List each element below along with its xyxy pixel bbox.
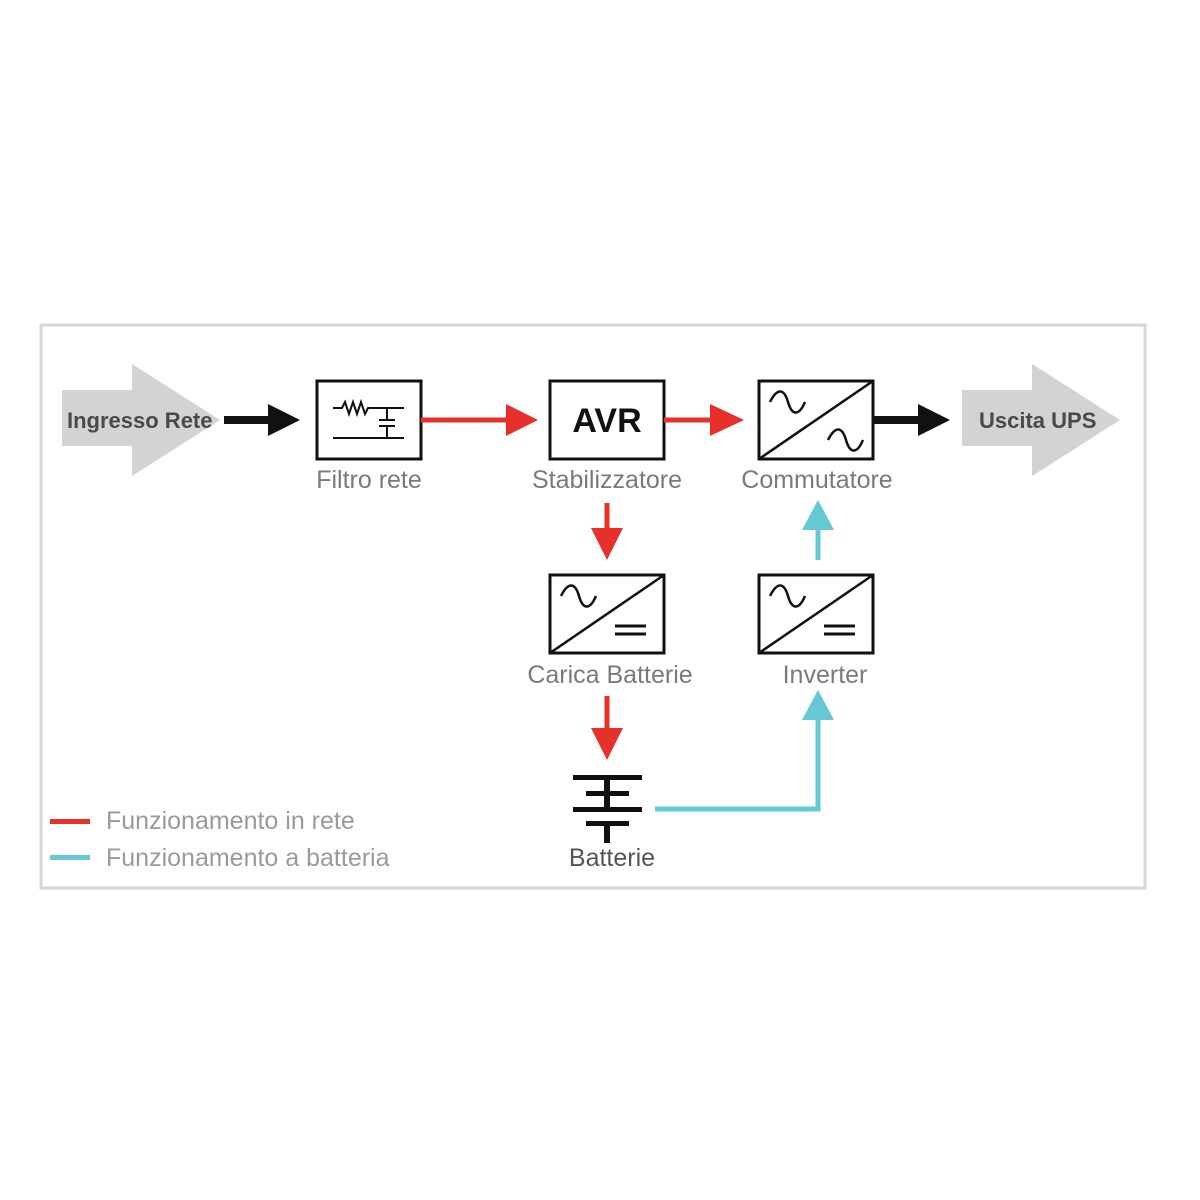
arrow-filter-to-avr [421,404,538,436]
avr-label: Stabilizzatore [532,466,682,494]
ac-ac-converter-icon [758,379,874,461]
input-arrow-shape [62,364,220,476]
arrow-avr-to-switch [664,404,744,436]
output-label: Uscita UPS [979,408,1096,433]
legend-swatch-mains [50,819,90,824]
battery-block: Batterie [569,775,655,872]
arrow-input-to-filter [224,404,300,436]
ac-dc-converter-icon [549,573,665,655]
avr-block: AVR Stabilizzatore [532,379,682,494]
input-label: Ingresso Rete [67,408,213,433]
legend-label-battery: Funzionamento a batteria [106,844,390,872]
avr-box [548,379,666,461]
filter-box [315,379,423,461]
legend-swatch-battery [50,855,90,860]
dc-ac-converter-icon [758,573,874,655]
legend-item-mains: Funzionamento in rete [50,807,355,835]
output-arrow-shape [962,364,1120,476]
arrow-battery-to-inverter [655,690,834,812]
arrow-switch-to-output [873,404,950,436]
switch-label: Commutatore [741,466,892,494]
inverter-label: Inverter [783,661,868,689]
output-arrow: Uscita UPS [962,364,1120,476]
arrow-avr-to-charger [591,503,623,560]
filter-block: Filtro rete [315,379,423,494]
switch-block: Commutatore [741,379,893,494]
legend: Funzionamento in rete Funzionamento a ba… [50,807,390,872]
battery-icon [573,775,642,843]
charger-block: Carica Batterie [527,573,693,689]
arrow-charger-to-battery [591,696,623,760]
filter-label: Filtro rete [316,466,422,494]
inverter-block: Inverter [757,573,875,689]
charger-label: Carica Batterie [527,661,692,689]
legend-label-mains: Funzionamento in rete [106,807,355,835]
legend-item-battery: Funzionamento a batteria [50,844,390,872]
arrow-inverter-to-switch [802,500,834,560]
input-arrow: Ingresso Rete [62,364,220,476]
avr-symbol: AVR [572,402,641,440]
battery-label: Batterie [569,844,655,872]
filter-icon [333,398,404,439]
